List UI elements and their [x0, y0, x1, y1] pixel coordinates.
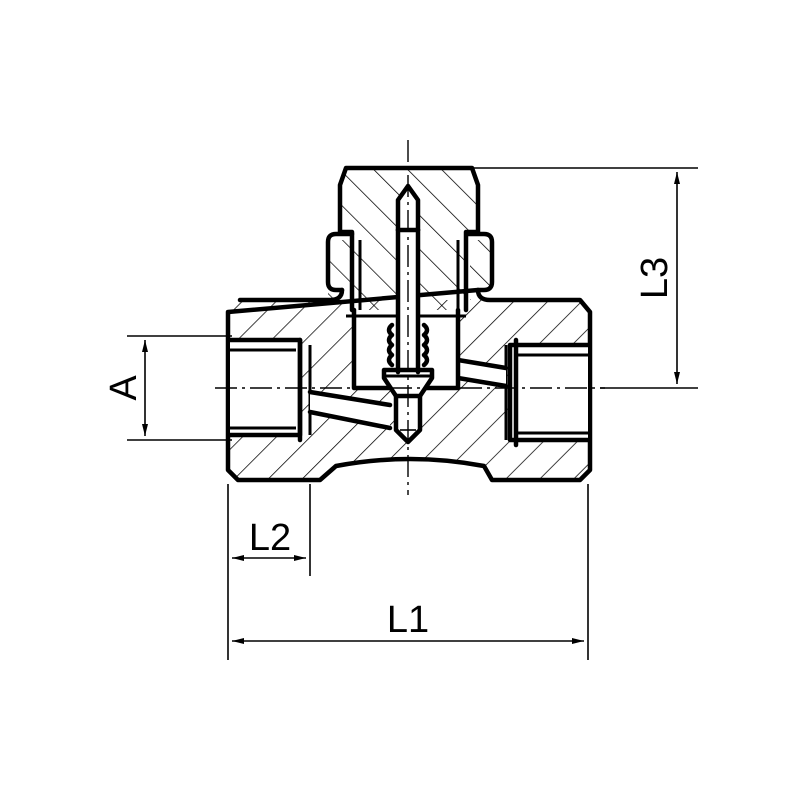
valve-stem: [381, 183, 435, 445]
dimension-a: A: [103, 335, 232, 441]
right-port-cavity: [510, 345, 588, 440]
dimension-l3: L3: [472, 167, 698, 389]
left-inclined-passage: [310, 392, 390, 430]
dimension-label-a: A: [103, 375, 145, 401]
spring: [386, 322, 430, 368]
dimension-l2: L2: [227, 484, 311, 660]
dimension-label-l3: L3: [634, 257, 676, 299]
bonnet-nut: [325, 231, 495, 300]
dimension-l1: L1: [232, 484, 589, 660]
dimension-label-l2: L2: [249, 517, 291, 559]
dimension-label-l1: L1: [387, 599, 429, 641]
